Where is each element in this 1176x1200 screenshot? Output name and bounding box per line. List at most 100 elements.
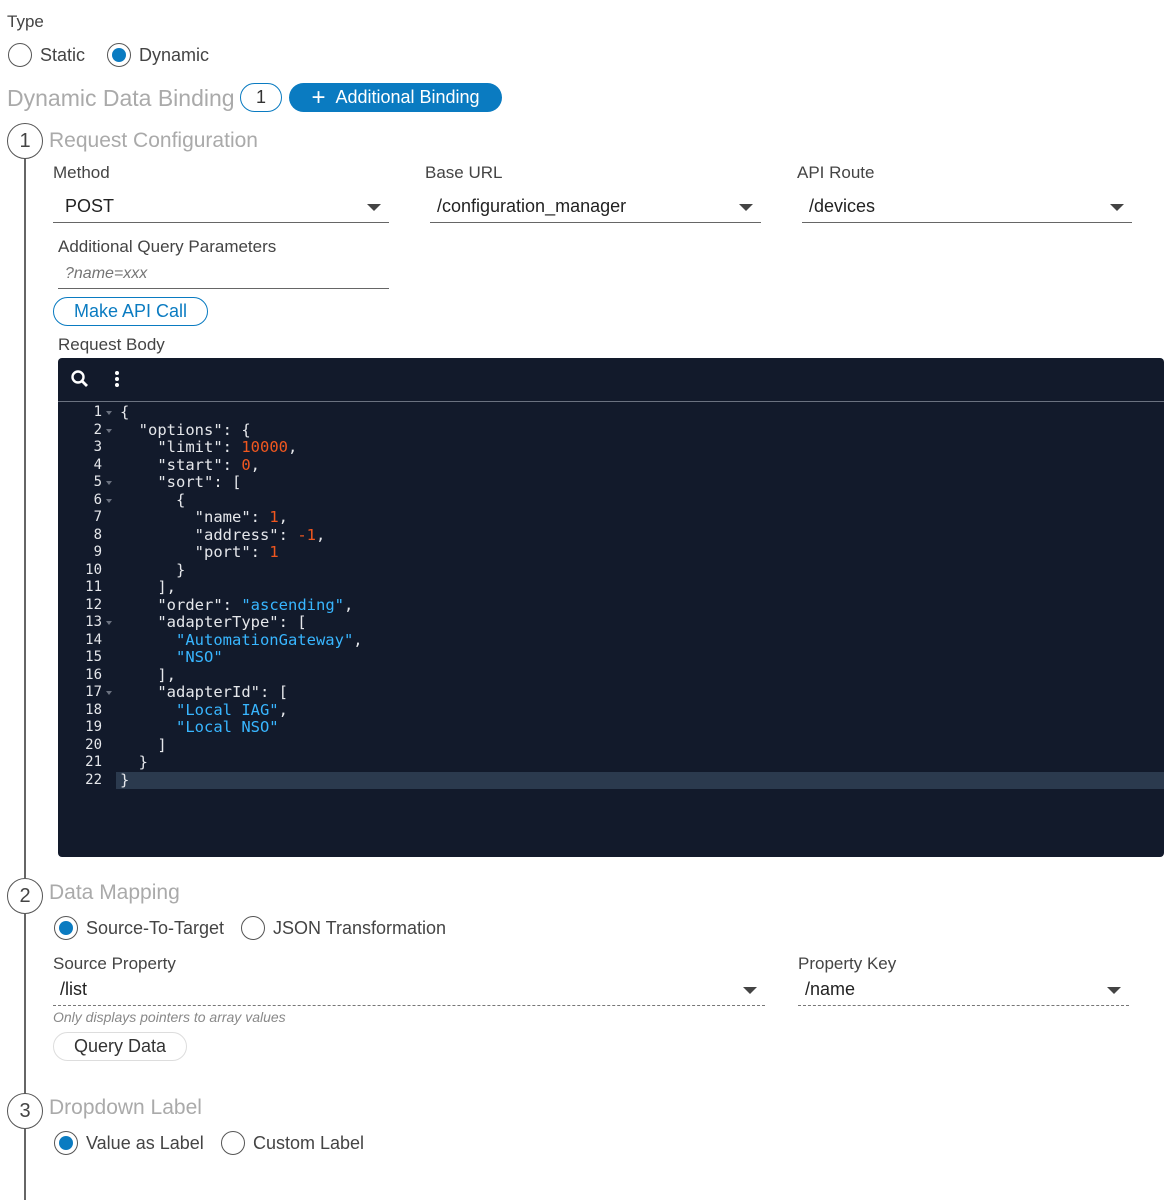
line-number: 18 [85, 701, 102, 718]
code-token: "order": [120, 595, 242, 614]
method-label: Method [53, 163, 110, 182]
radio-json-transformation[interactable]: JSON Transformation [241, 916, 446, 940]
base-url-label: Base URL [425, 163, 503, 182]
source-property-select[interactable]: /list [53, 974, 765, 1006]
radio-custom-label[interactable]: Custom Label [221, 1131, 364, 1155]
code-line: "options": { [120, 421, 251, 439]
make-api-call-button[interactable]: Make API Call [53, 297, 208, 326]
fold-toggle-icon[interactable] [106, 481, 112, 485]
code-token: , [278, 700, 288, 719]
radio-label: Static [40, 44, 86, 65]
radio-circle [54, 916, 78, 940]
code-token: } [120, 770, 130, 789]
line-number: 3 [93, 439, 102, 455]
api-route-value: /devices [809, 196, 876, 216]
additional-binding-button[interactable]: +Additional Binding [289, 83, 502, 112]
fold-toggle-icon[interactable] [106, 621, 112, 625]
radio-circle [221, 1131, 245, 1155]
method-value: POST [65, 196, 115, 216]
line-number: 4 [93, 456, 102, 473]
search-icon[interactable] [70, 369, 90, 389]
chevron-down-icon [1110, 204, 1124, 211]
source-property-hint: Only displays pointers to array values [53, 1009, 286, 1025]
line-number: 13 [85, 614, 102, 630]
radio-circle [241, 916, 265, 940]
line-number: 5 [93, 474, 102, 490]
line-number: 9 [93, 544, 102, 560]
code-line: "NSO" [120, 648, 223, 666]
query-data-button[interactable]: Query Data [53, 1032, 187, 1061]
code-line: "AutomationGateway", [120, 631, 363, 649]
fold-toggle-icon[interactable] [106, 428, 112, 433]
string-token: "Local NSO" [120, 718, 279, 736]
radio-label: Value as Label [86, 1132, 204, 1153]
code-token: "address": [120, 525, 298, 544]
code-token: , [353, 630, 363, 649]
code-token: ], [120, 665, 176, 684]
string-token: "ascending" [241, 595, 344, 614]
query-params-input[interactable] [58, 260, 389, 289]
code-token: , [278, 508, 288, 526]
step-3-number: 3 [7, 1093, 43, 1129]
code-line: ] [120, 736, 166, 754]
query-params-label: Additional Query Parameters [58, 237, 277, 256]
fold-toggle-icon[interactable] [106, 411, 112, 415]
line-number: 17 [85, 684, 102, 700]
plus-icon: + [311, 83, 326, 111]
binding-count[interactable]: 1 [240, 83, 282, 112]
code-token: , [288, 438, 298, 456]
line-number: 15 [85, 649, 102, 665]
code-token: "name": [120, 508, 270, 526]
api-route-label: API Route [797, 163, 875, 182]
code-line: "start": 0, [120, 456, 260, 474]
code-token: { [120, 490, 186, 509]
code-token: "start": [120, 455, 242, 474]
more-vertical-icon[interactable] [113, 369, 121, 389]
code-token: "adapterType": [ [120, 613, 307, 631]
code-token: "port": [120, 543, 270, 561]
chevron-down-icon [367, 204, 381, 211]
code-line: } [120, 753, 148, 771]
code-token: ], [120, 578, 176, 596]
base-url-select[interactable]: /configuration_manager [430, 191, 761, 223]
code-line: "sort": [ [120, 473, 241, 491]
fold-toggle-icon[interactable] [106, 691, 112, 695]
api-route-select[interactable]: /devices [802, 191, 1132, 223]
property-key-select[interactable]: /name [798, 974, 1129, 1006]
code-token: , [315, 525, 326, 544]
step-1-title: Request Configuration [49, 129, 258, 152]
step-2-number: 2 [7, 878, 43, 914]
code-line: } [120, 561, 185, 579]
line-number: 6 [93, 491, 102, 508]
step-2-title: Data Mapping [49, 881, 180, 904]
base-url-value: /configuration_manager [437, 196, 627, 216]
radio-circle [8, 43, 32, 67]
radio-static[interactable]: Static [8, 43, 85, 67]
active-line-highlight [116, 771, 1164, 789]
line-number: 7 [93, 509, 102, 525]
code-editor[interactable]: 1{2 "options": {3 "limit": 10000,4 "star… [58, 358, 1164, 857]
code-token: "limit": [120, 438, 242, 456]
radio-label: Custom Label [253, 1132, 365, 1153]
line-number: 14 [85, 631, 102, 648]
radio-value-as-label[interactable]: Value as Label [54, 1131, 204, 1155]
code-line: { [120, 403, 129, 421]
code-token: "adapterId": [ [120, 683, 288, 701]
line-number: 8 [93, 526, 102, 543]
code-line: "port": 1 [120, 543, 279, 561]
code-token: , [250, 455, 261, 474]
line-number: 2 [93, 421, 102, 438]
method-select[interactable]: POST [53, 191, 389, 223]
number-token: 1 [269, 508, 279, 526]
string-token: "NSO" [120, 648, 223, 666]
code-line: } [120, 771, 129, 789]
number-token: 1 [269, 543, 279, 561]
request-body-label: Request Body [58, 335, 165, 354]
property-key-value: /name [805, 979, 856, 999]
code-token: } [120, 753, 148, 771]
radio-dynamic[interactable]: Dynamic [107, 43, 209, 67]
radio-source-to-target[interactable]: Source-To-Target [54, 916, 224, 940]
property-key-label: Property Key [798, 954, 897, 973]
code-token: "sort": [ [120, 473, 242, 491]
fold-toggle-icon[interactable] [106, 498, 112, 503]
